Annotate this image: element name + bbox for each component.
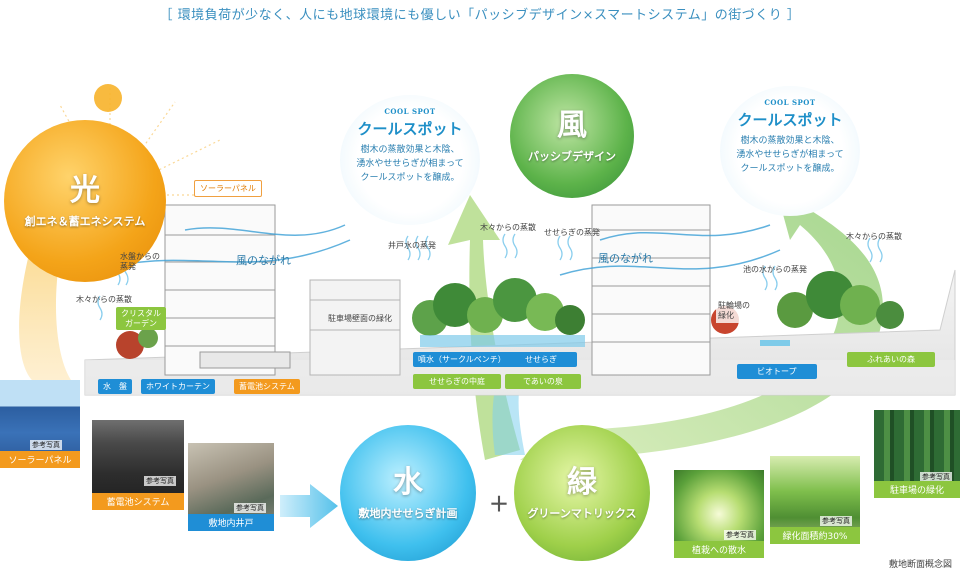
light-kanji: 光 — [70, 172, 100, 208]
seseragi-court-tag: せせらぎの中庭 — [413, 374, 501, 389]
blue-flow-arrow — [280, 484, 338, 528]
parking-wall-greening-label: 駐車場壁面の緑化 — [328, 314, 392, 323]
green-circle: 緑 グリーンマトリックス — [514, 425, 650, 561]
light-flow-arrow — [19, 250, 75, 385]
water-circle: 水 敷地内せせらぎ計画 — [340, 425, 476, 561]
wind-circle: 風 パッシブデザイン — [510, 74, 634, 198]
cool-spot-line: 湧水やせせらぎが相まって — [356, 158, 464, 169]
sprinkle-caption: 植栽への散水 — [674, 541, 764, 558]
cool-spot-line: 樹木の蒸散効果と木陰、 — [360, 145, 460, 155]
light-circle: 光 創エネ＆蓄エネシステム — [4, 120, 166, 282]
wind-flow-right-label: 風のながれ — [598, 252, 653, 265]
fountain-tag: 噴水（サークルベンチ） — [413, 352, 511, 367]
white-curtain-tag: ホワイトカーテン — [141, 379, 215, 394]
greenery-photo: 参考写真 緑化面積約30% — [770, 456, 860, 544]
wind-kanji: 風 — [557, 107, 587, 143]
solar-panel-caption: ソーラーパネル — [0, 451, 80, 468]
cool-spot-line: クールスポットを醸成。 — [740, 163, 840, 174]
parking-structure — [309, 279, 401, 376]
cool-spot-title: クールスポット — [737, 111, 843, 129]
wind-subtitle: パッシブデザイン — [528, 149, 616, 163]
water-subtitle: 敷地内せせらぎ計画 — [358, 506, 458, 520]
water-kanji: 水 — [393, 464, 423, 500]
cool-spot-line: 樹木の蒸散効果と木陰、 — [740, 136, 840, 146]
section-concept-footnote: 敷地断面概念図 — [888, 560, 952, 570]
light-subtitle: 創エネ＆蓄エネシステム — [24, 214, 146, 228]
pond-evaporation-label: 池の水からの蒸発 — [743, 265, 807, 274]
battery-photo: 参考写真 蓄電池システム — [92, 420, 184, 510]
cool-spot-left: COOL SPOT クールスポット 樹木の蒸散効果と木陰、 湧水やせせらぎが相ま… — [340, 95, 480, 225]
wind-flow-left-label: 風のながれ — [236, 254, 291, 267]
battery-system-tag: 蓄電池システム — [234, 379, 300, 394]
green-subtitle: グリーンマトリックス — [527, 506, 637, 520]
well-caption: 敷地内井戸 — [188, 514, 274, 531]
well-photo: 参考写真 敷地内井戸 — [188, 443, 274, 531]
parking-greening-photo: 参考写真 駐車場の緑化 — [874, 410, 960, 498]
bike-parking-greening-label: 駐輪場の 緑化 — [716, 300, 752, 323]
sun-dot — [94, 84, 122, 112]
meeting-spring-tag: であいの泉 — [505, 374, 581, 389]
parking-greening-caption: 駐車場の緑化 — [874, 481, 960, 498]
tree-evaporation-center-label: 木々からの蒸散 — [480, 223, 536, 232]
water-pan-evaporation-label: 水盤からの 蒸発 — [120, 252, 160, 272]
reference-photo-note: 参考写真 — [724, 530, 756, 540]
water-pan-tag: 水 盤 — [98, 379, 132, 394]
trees-center — [412, 278, 585, 347]
reference-photo-note: 参考写真 — [820, 516, 852, 526]
solar-panel-label: ソーラーパネル — [194, 180, 262, 197]
sprinkle-photo: 参考写真 植栽への散水 — [674, 470, 764, 558]
building-left — [164, 204, 291, 376]
plus-sign: ＋ — [489, 492, 509, 516]
solar-panel-photo: 参考写真 ソーラーパネル — [0, 380, 80, 468]
cool-spot-line: 湧水やせせらぎが相まって — [736, 149, 844, 160]
stream-evaporation-label: せせらぎの蒸発 — [544, 228, 600, 237]
building-right — [591, 204, 711, 376]
reference-photo-note: 参考写真 — [234, 503, 266, 513]
headline: ［ 環境負荷が少なく、人にも地球環境にも優しい「パッシブデザイン×スマートシステ… — [159, 8, 801, 23]
reference-photo-note: 参考写真 — [920, 472, 952, 482]
cool-spot-line: クールスポットを醸成。 — [360, 172, 460, 183]
trees-left — [116, 328, 158, 359]
greenery-caption: 緑化面積約30% — [770, 527, 860, 544]
well-water-evaporation-label: 井戸水の蒸発 — [388, 241, 436, 250]
crystal-garden-tag: クリスタル ガーデン — [116, 307, 166, 331]
reference-photo-note: 参考写真 — [144, 476, 176, 486]
battery-caption: 蓄電池システム — [92, 493, 184, 510]
cool-spot-en: COOL SPOT — [764, 98, 816, 107]
cool-spot-right: COOL SPOT クールスポット 樹木の蒸散効果と木陰、 湧水やせせらぎが相ま… — [720, 86, 860, 216]
biotope-tag: ビオトープ — [737, 364, 817, 379]
green-kanji: 緑 — [567, 464, 597, 500]
tree-evaporation-left-label: 木々からの蒸散 — [76, 295, 132, 304]
reference-photo-note: 参考写真 — [30, 440, 62, 450]
cool-spot-title: クールスポット — [357, 120, 463, 138]
cool-spot-en: COOL SPOT — [384, 107, 436, 116]
wind-curves — [119, 224, 781, 276]
seseragi-tag: せせらぎ — [505, 352, 577, 367]
trees-right — [711, 271, 904, 346]
fureai-forest-tag: ふれあいの森 — [847, 352, 935, 367]
tree-evaporation-right-label: 木々からの蒸散 — [846, 232, 902, 241]
